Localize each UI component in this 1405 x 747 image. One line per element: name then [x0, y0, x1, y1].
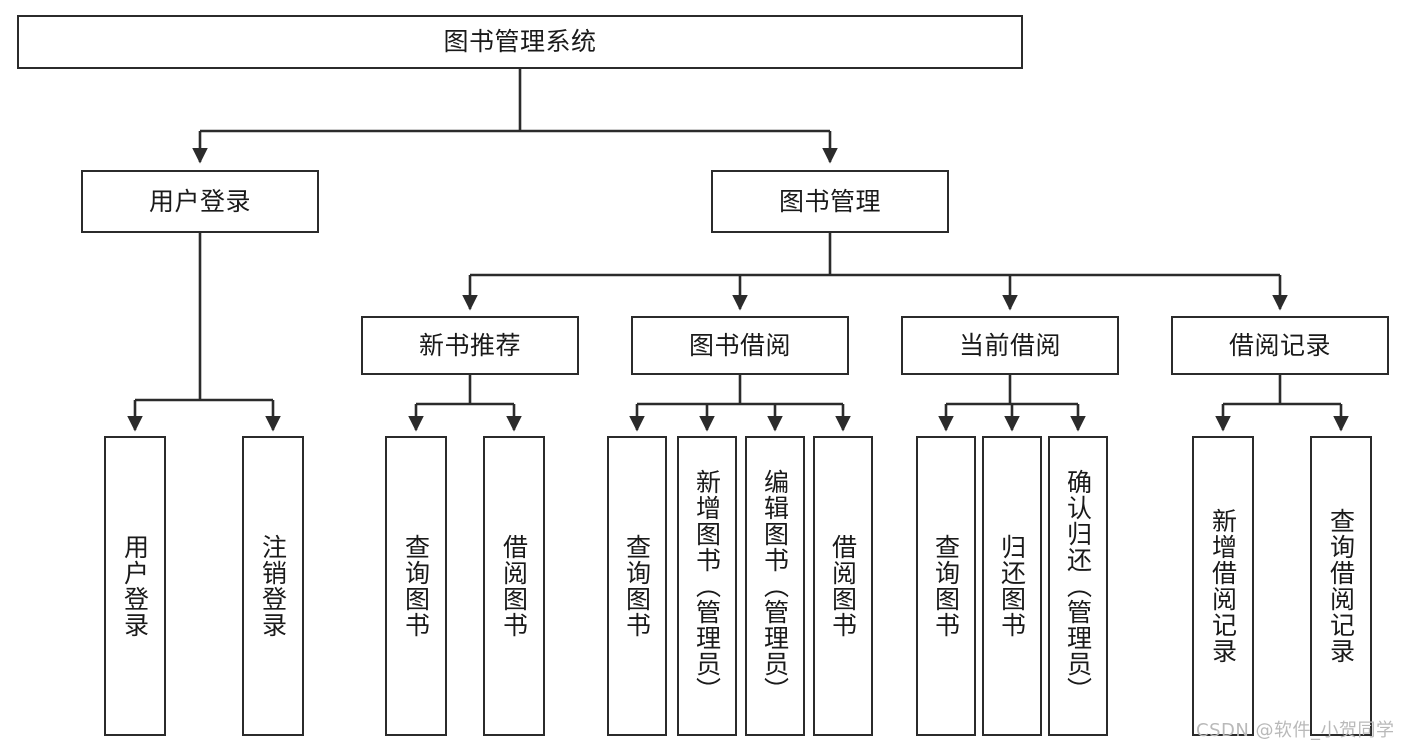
node-label: 图书管理系统 [443, 27, 597, 57]
node-label: 借阅图书 [828, 534, 858, 638]
node-user-login[interactable]: 用户登录 [81, 170, 319, 233]
node-label: 确认归还（管理员） [1063, 469, 1093, 703]
node-leaf-borrow-book-new[interactable]: 借阅图书 [483, 436, 545, 736]
node-label: 图书管理 [778, 186, 881, 216]
node-label: 图书借阅 [688, 330, 791, 360]
node-leaf-query-book-current[interactable]: 查询图书 [916, 436, 976, 736]
node-leaf-user-login[interactable]: 用户登录 [104, 436, 166, 736]
node-borrow-record[interactable]: 借阅记录 [1171, 316, 1389, 375]
node-leaf-return-book[interactable]: 归还图书 [982, 436, 1042, 736]
node-label: 借阅图书 [499, 534, 529, 638]
node-leaf-query-book-new[interactable]: 查询图书 [385, 436, 447, 736]
node-leaf-add-borrow-record[interactable]: 新增借阅记录 [1192, 436, 1254, 736]
node-leaf-user-logout[interactable]: 注销登录 [242, 436, 304, 736]
csdn-watermark: CSDN @软件_小贺同学 [1196, 720, 1395, 741]
node-label: 新书推荐 [418, 330, 521, 360]
node-label: 新增借阅记录 [1208, 508, 1238, 664]
node-label: 当前借阅 [958, 330, 1061, 360]
node-root-system[interactable]: 图书管理系统 [17, 15, 1023, 69]
node-label: 查询图书 [622, 534, 652, 638]
node-label: 新增图书（管理员） [692, 469, 722, 703]
node-label: 查询图书 [401, 534, 431, 638]
node-leaf-edit-book-admin[interactable]: 编辑图书（管理员） [745, 436, 805, 736]
node-label: 查询图书 [931, 534, 961, 638]
node-new-book-recommendation[interactable]: 新书推荐 [361, 316, 579, 375]
node-book-borrow[interactable]: 图书借阅 [631, 316, 849, 375]
node-label: 借阅记录 [1228, 330, 1331, 360]
node-leaf-query-book-manage[interactable]: 查询图书 [607, 436, 667, 736]
node-label: 查询借阅记录 [1326, 508, 1356, 664]
node-leaf-query-borrow-record[interactable]: 查询借阅记录 [1310, 436, 1372, 736]
node-label: 编辑图书（管理员） [760, 469, 790, 703]
node-book-management[interactable]: 图书管理 [711, 170, 949, 233]
node-label: 用户登录 [148, 186, 251, 216]
node-label: 用户登录 [120, 534, 150, 638]
node-label: 注销登录 [258, 534, 288, 638]
node-current-borrow[interactable]: 当前借阅 [901, 316, 1119, 375]
node-leaf-confirm-return-admin[interactable]: 确认归还（管理员） [1048, 436, 1108, 736]
node-leaf-borrow-book-manage[interactable]: 借阅图书 [813, 436, 873, 736]
node-leaf-add-book-admin[interactable]: 新增图书（管理员） [677, 436, 737, 736]
node-label: 归还图书 [997, 534, 1027, 638]
